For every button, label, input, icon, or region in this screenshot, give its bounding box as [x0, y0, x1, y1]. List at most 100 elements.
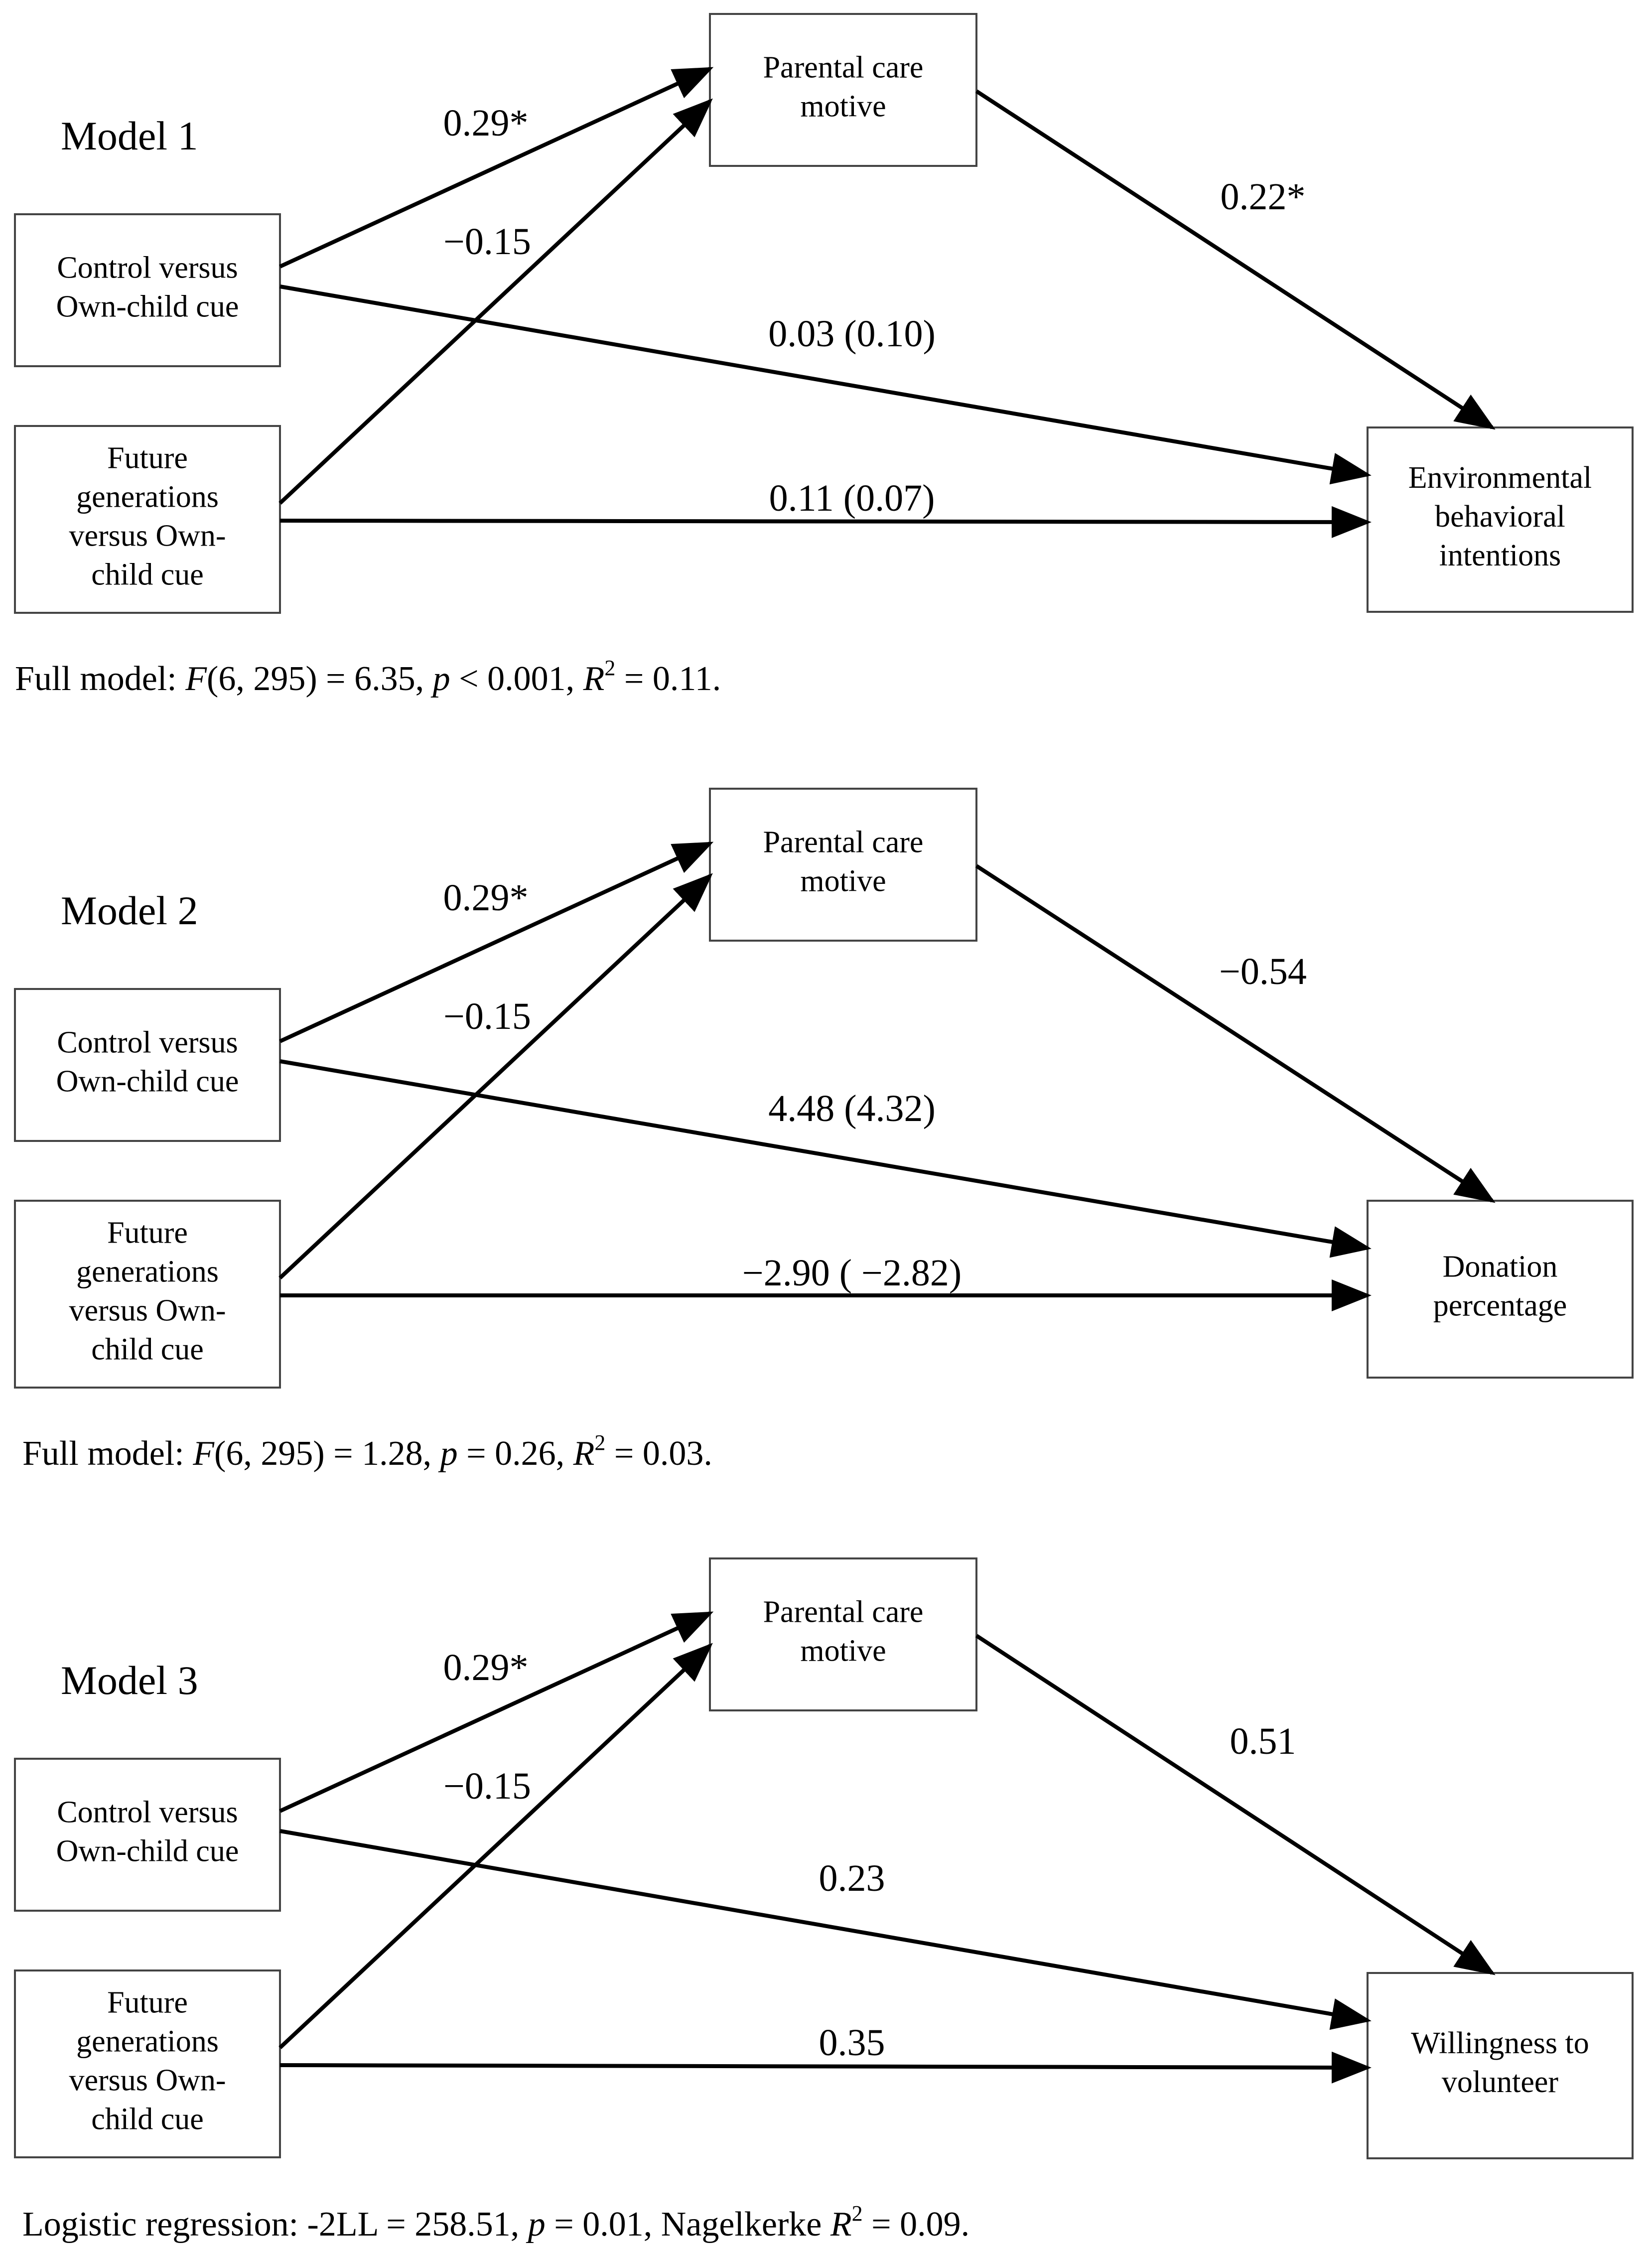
coef-a-mediator: 0.29*	[443, 877, 529, 919]
outcome-box-border	[1367, 1200, 1634, 1379]
outcome-box: Donation percentage	[1367, 1200, 1634, 1379]
mediator-box-border	[709, 13, 977, 167]
predictor-b-box-label-line: child cue	[91, 558, 204, 592]
coef-a-mediator: 0.29*	[443, 1647, 529, 1688]
arrow-b-to-mediator	[278, 873, 713, 1279]
coef-mediator-outcome: 0.51	[1230, 1720, 1296, 1762]
coef-b-mediator: −0.15	[443, 1765, 531, 1807]
summary-part: = 0.09.	[863, 2205, 969, 2244]
mediator-box-label-line: Parental care	[763, 51, 924, 85]
predictor-b-box-label-line: Future	[107, 441, 188, 475]
arrow-a-to-outcome	[279, 1829, 1372, 2030]
summary-part: < 0.001,	[450, 660, 583, 698]
predictor-b-box-label-line: child cue	[91, 2103, 204, 2136]
model-title: Model 2	[61, 888, 198, 933]
mediator-box-label-line: motive	[800, 90, 886, 124]
outcome-box-border	[1367, 1972, 1634, 2159]
summary-part: = 0.26,	[458, 1434, 573, 1473]
coef-mediator-outcome: 0.22*	[1221, 176, 1306, 218]
predictor-b-box-label-line: generations	[76, 1255, 219, 1289]
predictor-b-box-border	[14, 1969, 281, 2158]
mediator-box-label-line: Parental care	[763, 1595, 924, 1629]
mediator-box-border	[709, 1557, 977, 1711]
coef-b-outcome: 0.11 (0.07)	[769, 477, 935, 519]
summary-part: R	[830, 2205, 852, 2244]
outcome-box-border	[1367, 426, 1634, 613]
arrow-a-to-mediator	[279, 842, 714, 1043]
outcome-box-label-line: behavioral	[1435, 500, 1565, 534]
arrow-b-to-outcome	[279, 506, 1372, 538]
coef-b-mediator: −0.15	[443, 221, 531, 263]
model-summary: Full model: F(6, 295) = 6.35, p < 0.001,…	[15, 656, 721, 698]
mediator-box: Parental care motive	[709, 788, 977, 942]
predictor-a-box-label-line: Control versus	[57, 1796, 238, 1829]
model-summary: Logistic regression: -2LL = 258.51, p = …	[22, 2201, 969, 2244]
arrow-mediator-to-outcome	[975, 1634, 1496, 1975]
predictor-b-box-label-line: versus Own-	[69, 519, 226, 553]
mediator-box: Parental care motive	[709, 13, 977, 167]
summary-part: Logistic regression: -2LL = 258.51,	[22, 2205, 528, 2244]
coef-a-outcome: 0.23	[819, 1857, 885, 1899]
arrow-a-to-mediator	[279, 1611, 714, 1813]
coef-a-outcome: 4.48 (4.32)	[768, 1088, 936, 1129]
predictor-b-box-label-line: versus Own-	[69, 2064, 226, 2098]
predictor-a-box-border	[14, 213, 281, 367]
mediator-box-label-line: motive	[800, 864, 886, 898]
predictor-a-box-border	[14, 1758, 281, 1912]
predictor-b-box-label-line: child cue	[91, 1333, 204, 1367]
summary-part: 2	[604, 656, 615, 680]
summary-part: = 0.03.	[605, 1434, 712, 1473]
coef-b-mediator: −0.15	[443, 995, 531, 1037]
outcome-box-label-line: Donation	[1443, 1250, 1558, 1284]
summary-part: (6, 295) = 6.35,	[207, 660, 433, 698]
coef-a-mediator: 0.29*	[443, 102, 529, 144]
outcome-box-label-line: volunteer	[1442, 2065, 1558, 2099]
coef-b-outcome: 0.35	[819, 2022, 885, 2064]
summary-part: p	[526, 2205, 546, 2244]
mediator-box-label-line: Parental care	[763, 826, 924, 859]
arrow-mediator-to-outcome	[975, 89, 1496, 430]
predictor-a-box-label-line: Control versus	[57, 1026, 238, 1060]
arrow-b-to-mediator	[278, 98, 713, 505]
mediator-box-border	[709, 788, 977, 942]
mediator-box: Parental care motive	[709, 1557, 977, 1711]
predictor-b-box-label-line: generations	[76, 480, 219, 514]
arrow-mediator-to-outcome	[975, 864, 1496, 1203]
predictor-b-box-label-line: Future	[107, 1216, 188, 1250]
summary-part: 2	[594, 1430, 605, 1455]
outcome-box-label-line: percentage	[1433, 1289, 1567, 1323]
summary-part: F	[185, 660, 207, 698]
summary-part: Full model:	[15, 660, 185, 698]
predictor-b-box-label-line: generations	[76, 2025, 219, 2059]
coef-a-outcome: 0.03 (0.10)	[768, 313, 936, 355]
coef-b-outcome: −2.90 ( −2.82)	[742, 1252, 962, 1294]
predictor-b-box-border	[14, 425, 281, 614]
predictor-a-box-label-line: Own-child cue	[56, 1065, 239, 1099]
predictor-a-box-label-line: Control versus	[57, 251, 238, 285]
summary-part: F	[192, 1434, 215, 1473]
summary-part: (6, 295) = 1.28,	[214, 1434, 440, 1473]
outcome-box-label-line: intentions	[1439, 539, 1561, 572]
model-title: Model 3	[61, 1658, 198, 1703]
arrow-b-to-mediator	[278, 1643, 713, 2049]
predictor-a-box-border	[14, 988, 281, 1142]
coef-mediator-outcome: −0.54	[1219, 951, 1307, 992]
summary-part: p	[430, 660, 450, 698]
mediator-box-label-line: motive	[800, 1634, 886, 1668]
model-title: Model 1	[61, 113, 198, 158]
summary-part: R	[573, 1434, 595, 1473]
summary-part: = 0.01, Nagelkerke	[546, 2205, 830, 2244]
arrow-a-to-outcome	[279, 284, 1372, 485]
predictor-a-box-label-line: Own-child cue	[56, 1834, 239, 1868]
summary-part: 2	[852, 2201, 863, 2226]
